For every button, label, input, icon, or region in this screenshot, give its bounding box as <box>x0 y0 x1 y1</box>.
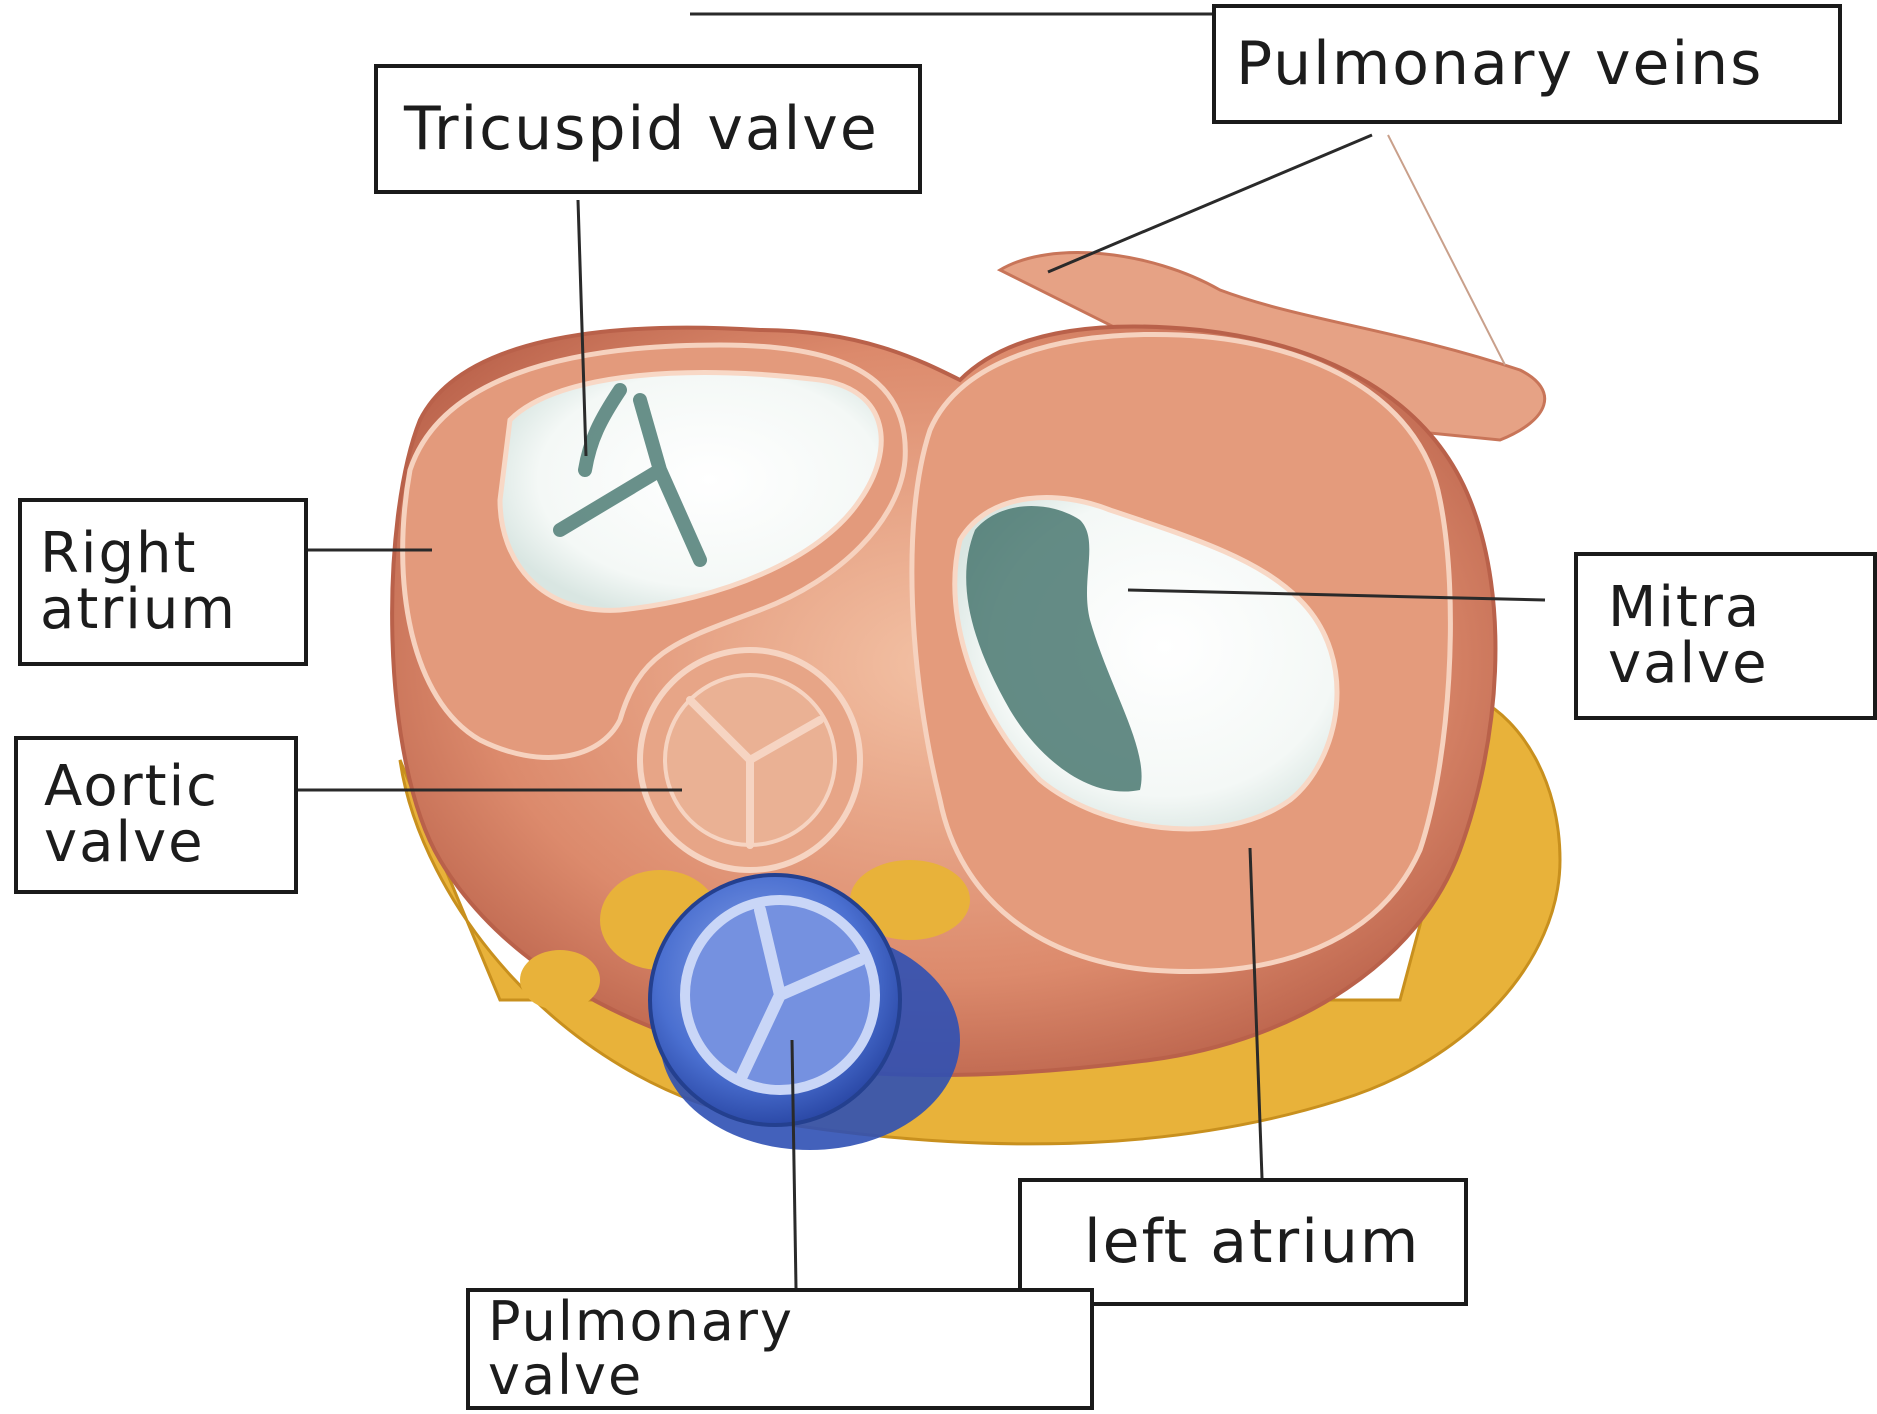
label-text: Mitra valve <box>1608 580 1769 692</box>
label-text: left atrium <box>1084 1212 1420 1272</box>
label-mitral-valve: Mitra valve <box>1574 552 1877 720</box>
label-text: Aortic valve <box>44 759 219 871</box>
label-left-atrium: left atrium <box>1018 1178 1468 1306</box>
label-right-atrium: Right atrium <box>18 498 308 666</box>
label-pulmonary-veins: Pulmonary veins <box>1212 4 1842 124</box>
fat-patch <box>520 950 600 1010</box>
label-tricuspid-valve: Tricuspid valve <box>374 64 922 194</box>
leader-line-pulmonary-veins <box>1048 135 1372 272</box>
label-text: Pulmonary veins <box>1236 34 1763 94</box>
label-text: Pulmonary valve <box>488 1295 794 1403</box>
label-pulmonary-valve: Pulmonary valve <box>466 1288 1094 1410</box>
label-text: Right atrium <box>40 526 237 638</box>
leader-line-pulmonary-veins-2 <box>1388 135 1505 365</box>
label-text: Tricuspid valve <box>404 99 879 159</box>
aortic-valve-shape <box>640 650 860 870</box>
label-aortic-valve: Aortic valve <box>14 736 298 894</box>
